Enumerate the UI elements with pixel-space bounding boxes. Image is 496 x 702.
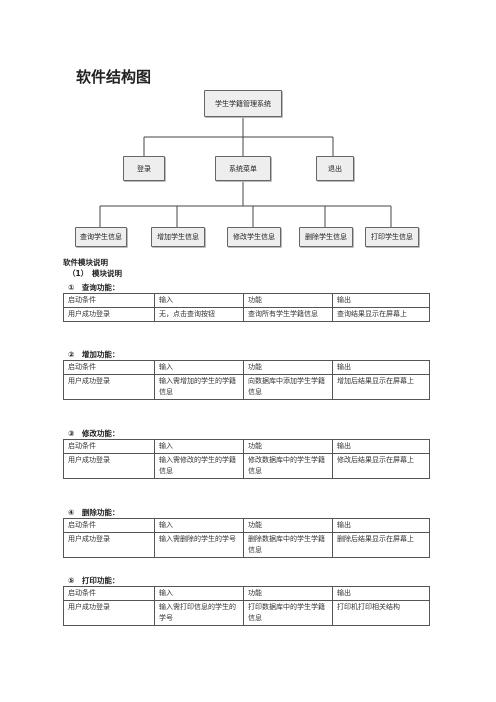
table-row: 用户成功登录 输入需打印信息的学生的学号 打印数据库中的学生学籍信息 打印机打印… bbox=[63, 600, 430, 626]
module-heading-query: ① 查询功能： bbox=[68, 283, 120, 292]
header-cell: 启动条件 bbox=[63, 293, 155, 308]
table-cell: 向数据库中添加学生学籍信息 bbox=[243, 374, 333, 400]
table-cell: 输入需删除的学生的学号 bbox=[154, 532, 244, 558]
table-cell: 输入需增加的学生的学籍信息 bbox=[154, 374, 244, 400]
node-modify: 修改学生信息 bbox=[227, 227, 281, 247]
table-header-row: 启动条件 输入 功能 输出 bbox=[63, 586, 430, 601]
table-cell: 用户成功登录 bbox=[63, 532, 155, 558]
table-cell: 用户成功登录 bbox=[63, 307, 155, 322]
table-cell: 输入需修改的学生的学籍信息 bbox=[154, 453, 244, 479]
header-cell: 启动条件 bbox=[63, 586, 155, 601]
header-cell: 输入 bbox=[154, 439, 244, 454]
node-delete: 删除学生信息 bbox=[299, 227, 353, 247]
subsection-heading: （1） 模块说明 bbox=[68, 269, 122, 278]
node-exit: 退出 bbox=[316, 156, 354, 181]
node-system-menu: 系统菜单 bbox=[215, 156, 271, 181]
table-cell: 删除数据库中的学生学籍信息 bbox=[243, 532, 333, 558]
table-cell: 删除后结果显示在屏幕上 bbox=[332, 532, 430, 558]
node-login: 登录 bbox=[123, 156, 165, 181]
header-cell: 输入 bbox=[154, 518, 244, 533]
node-root: 学生学籍管理系统 bbox=[204, 90, 282, 117]
table-cell: 增加后结果显示在屏幕上 bbox=[332, 374, 430, 400]
module-heading-print: ⑤ 打印功能： bbox=[68, 576, 120, 585]
page-title: 软件结构图 bbox=[76, 68, 152, 86]
header-cell: 输出 bbox=[332, 439, 430, 454]
table-cell: 用户成功登录 bbox=[63, 453, 155, 479]
module-heading-modify: ③ 修改功能： bbox=[68, 429, 120, 438]
table-row: 用户成功登录 无，点击查询按钮 查询所有学生学籍信息 查询结果显示在屏幕上 bbox=[63, 307, 430, 322]
header-cell: 输入 bbox=[154, 586, 244, 601]
table-header-row: 启动条件 输入 功能 输出 bbox=[63, 360, 430, 375]
table-row: 用户成功登录 输入需修改的学生的学籍信息 修改数据库中的学生学籍信息 修改后结果… bbox=[63, 453, 430, 479]
header-cell: 输出 bbox=[332, 518, 430, 533]
module-table-print: 启动条件 输入 功能 输出 用户成功登录 输入需打印信息的学生的学号 打印数据库… bbox=[63, 586, 430, 626]
table-row: 用户成功登录 输入需删除的学生的学号 删除数据库中的学生学籍信息 删除后结果显示… bbox=[63, 532, 430, 558]
table-cell: 用户成功登录 bbox=[63, 374, 155, 400]
table-cell: 输入需打印信息的学生的学号 bbox=[154, 600, 244, 626]
table-cell: 修改数据库中的学生学籍信息 bbox=[243, 453, 333, 479]
header-cell: 功能 bbox=[243, 439, 333, 454]
node-print: 打印学生信息 bbox=[365, 227, 419, 247]
table-header-row: 启动条件 输入 功能 输出 bbox=[63, 439, 430, 454]
header-cell: 功能 bbox=[243, 586, 333, 601]
table-cell: 打印数据库中的学生学籍信息 bbox=[243, 600, 333, 626]
header-cell: 输入 bbox=[154, 293, 244, 308]
table-header-row: 启动条件 输入 功能 输出 bbox=[63, 293, 430, 308]
table-cell: 修改后结果显示在屏幕上 bbox=[332, 453, 430, 479]
header-cell: 功能 bbox=[243, 293, 333, 308]
header-cell: 功能 bbox=[243, 360, 333, 375]
header-cell: 输入 bbox=[154, 360, 244, 375]
section-heading: 软件模块说明 bbox=[63, 258, 108, 267]
header-cell: 启动条件 bbox=[63, 518, 155, 533]
table-cell: 查询所有学生学籍信息 bbox=[243, 307, 333, 322]
module-heading-delete: ④ 删除功能： bbox=[68, 508, 120, 517]
header-cell: 功能 bbox=[243, 518, 333, 533]
table-cell: 打印机打印相关结构 bbox=[332, 600, 430, 626]
diagram-connectors bbox=[99, 118, 392, 227]
header-cell: 输出 bbox=[332, 293, 430, 308]
module-table-delete: 启动条件 输入 功能 输出 用户成功登录 输入需删除的学生的学号 删除数据库中的… bbox=[63, 518, 430, 558]
header-cell: 输出 bbox=[332, 586, 430, 601]
node-add: 增加学生信息 bbox=[151, 227, 205, 247]
module-table-query: 启动条件 输入 功能 输出 用户成功登录 无，点击查询按钮 查询所有学生学籍信息… bbox=[63, 293, 430, 322]
header-cell: 启动条件 bbox=[63, 360, 155, 375]
module-table-modify: 启动条件 输入 功能 输出 用户成功登录 输入需修改的学生的学籍信息 修改数据库… bbox=[63, 439, 430, 479]
header-cell: 输出 bbox=[332, 360, 430, 375]
header-cell: 启动条件 bbox=[63, 439, 155, 454]
table-cell: 查询结果显示在屏幕上 bbox=[332, 307, 430, 322]
table-cell: 无，点击查询按钮 bbox=[154, 307, 244, 322]
table-cell: 用户成功登录 bbox=[63, 600, 155, 626]
table-header-row: 启动条件 输入 功能 输出 bbox=[63, 518, 430, 533]
node-query: 查询学生信息 bbox=[75, 227, 127, 247]
module-heading-add: ② 增加功能： bbox=[68, 350, 120, 359]
module-table-add: 启动条件 输入 功能 输出 用户成功登录 输入需增加的学生的学籍信息 向数据库中… bbox=[63, 360, 430, 400]
table-row: 用户成功登录 输入需增加的学生的学籍信息 向数据库中添加学生学籍信息 增加后结果… bbox=[63, 374, 430, 400]
